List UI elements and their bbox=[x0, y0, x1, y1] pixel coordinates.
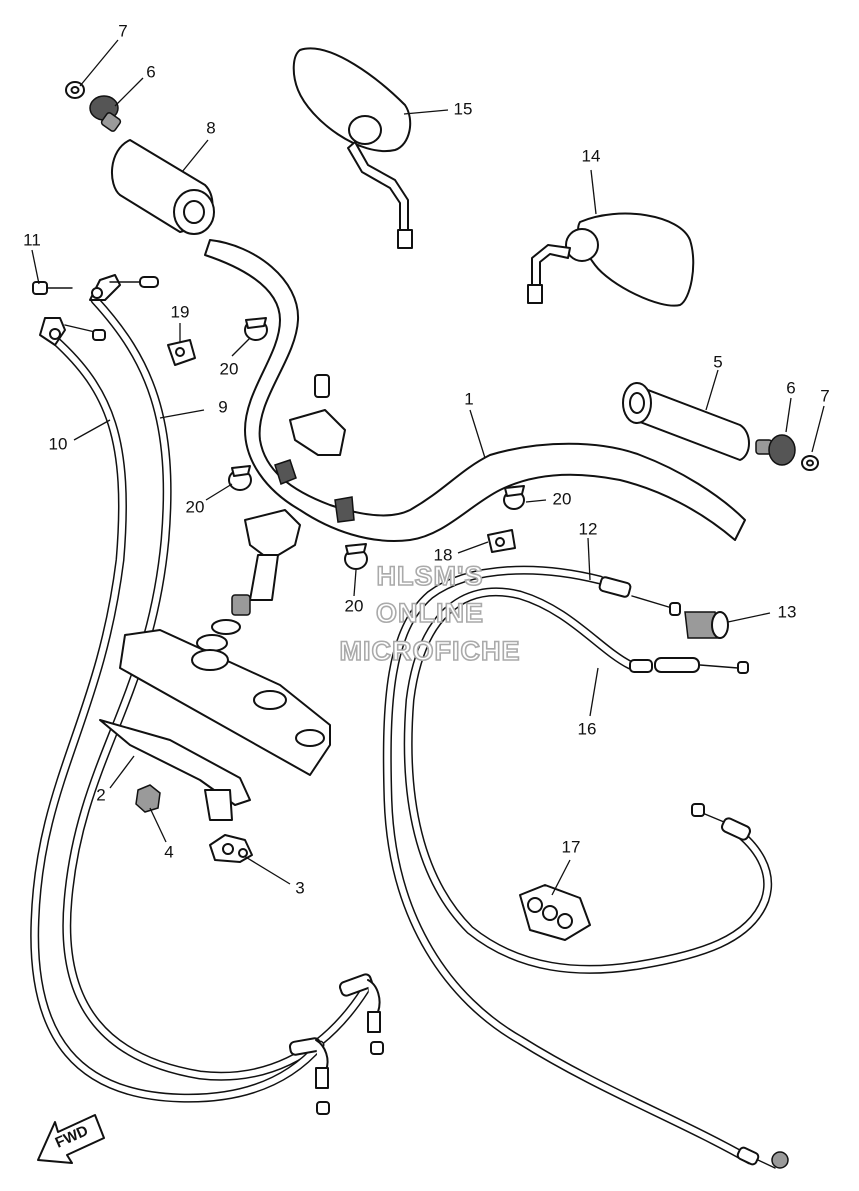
callout-20-c: 20 bbox=[345, 596, 364, 615]
callout-10: 10 bbox=[49, 434, 68, 453]
leader-lines bbox=[31, 39, 825, 896]
callout-14: 14 bbox=[582, 146, 601, 165]
callout-8: 8 bbox=[206, 118, 215, 137]
clip-20-c bbox=[344, 543, 368, 570]
callout-6-left: 6 bbox=[146, 62, 155, 81]
watermark-line-2: ONLINE bbox=[376, 598, 484, 628]
clip-20-b bbox=[228, 465, 252, 491]
callout-20-a: 20 bbox=[220, 359, 239, 378]
riser-upper bbox=[289, 374, 346, 456]
clip-19 bbox=[167, 339, 196, 366]
cable-10-lower-end bbox=[288, 1037, 330, 1115]
cable-12-lower-end bbox=[736, 1146, 789, 1169]
clamp-3 bbox=[209, 834, 253, 863]
screw-11 bbox=[32, 281, 73, 295]
cable-holder-17 bbox=[519, 884, 591, 941]
callout-20-b: 20 bbox=[186, 497, 205, 516]
clip-18 bbox=[487, 529, 516, 553]
upper-bracket bbox=[119, 629, 331, 776]
watermark-line-1: HLSM'S bbox=[377, 561, 484, 591]
riser-lower bbox=[231, 509, 301, 616]
cable-9 bbox=[62, 295, 370, 1081]
adjuster-13 bbox=[684, 611, 729, 639]
watermark: HLSM'S ONLINE MICROFICHE bbox=[339, 560, 521, 667]
callout-5: 5 bbox=[713, 352, 722, 371]
washer-center-1 bbox=[211, 619, 241, 635]
callout-7-left: 7 bbox=[118, 21, 127, 40]
grip-8 bbox=[110, 139, 215, 235]
callout-7-right: 7 bbox=[820, 386, 829, 405]
mirror-15 bbox=[292, 47, 413, 249]
callout-17: 17 bbox=[562, 837, 581, 856]
callout-18: 18 bbox=[434, 545, 453, 564]
callout-15: 15 bbox=[454, 99, 473, 118]
cable-16 bbox=[403, 587, 773, 974]
clip-20-a bbox=[244, 317, 268, 341]
cable-16-end bbox=[629, 657, 749, 674]
callout-6-right: 6 bbox=[786, 378, 795, 397]
callout-2: 2 bbox=[96, 785, 105, 804]
callout-13: 13 bbox=[778, 602, 797, 621]
callout-16: 16 bbox=[578, 719, 597, 738]
callout-1: 1 bbox=[464, 389, 473, 408]
callout-11: 11 bbox=[23, 230, 41, 249]
cable-10 bbox=[30, 335, 325, 1103]
mirror-14 bbox=[527, 212, 695, 307]
handlebar-1 bbox=[204, 239, 746, 542]
cable-guide-2 bbox=[99, 719, 251, 821]
callout-12: 12 bbox=[579, 519, 598, 538]
watermark-line-3: MICROFICHE bbox=[340, 636, 521, 666]
clip-20-d bbox=[503, 485, 525, 510]
nut-4 bbox=[135, 784, 161, 813]
bar-end-6-right bbox=[755, 434, 796, 466]
cable-9-upper-end bbox=[89, 274, 159, 301]
cable-12 bbox=[382, 565, 755, 1165]
callout-19: 19 bbox=[171, 302, 190, 321]
cable-9-lower-end bbox=[338, 973, 384, 1055]
grip-5 bbox=[622, 382, 750, 461]
callouts: 7 6 8 15 14 11 19 20 9 10 1 5 6 7 20 20 … bbox=[23, 21, 830, 897]
cable-12-end bbox=[598, 576, 681, 616]
cable-16-lower-end bbox=[691, 803, 752, 841]
callout-3: 3 bbox=[295, 878, 304, 897]
fwd-arrow: FWD bbox=[37, 1114, 105, 1164]
callout-4: 4 bbox=[164, 842, 173, 861]
cable-10-upper-end bbox=[39, 317, 106, 346]
callout-9: 9 bbox=[218, 397, 227, 416]
bar-end-6-left bbox=[89, 95, 122, 132]
callout-20-d: 20 bbox=[553, 489, 572, 508]
washer-7-right bbox=[801, 455, 819, 471]
washer-7-left bbox=[65, 81, 85, 99]
